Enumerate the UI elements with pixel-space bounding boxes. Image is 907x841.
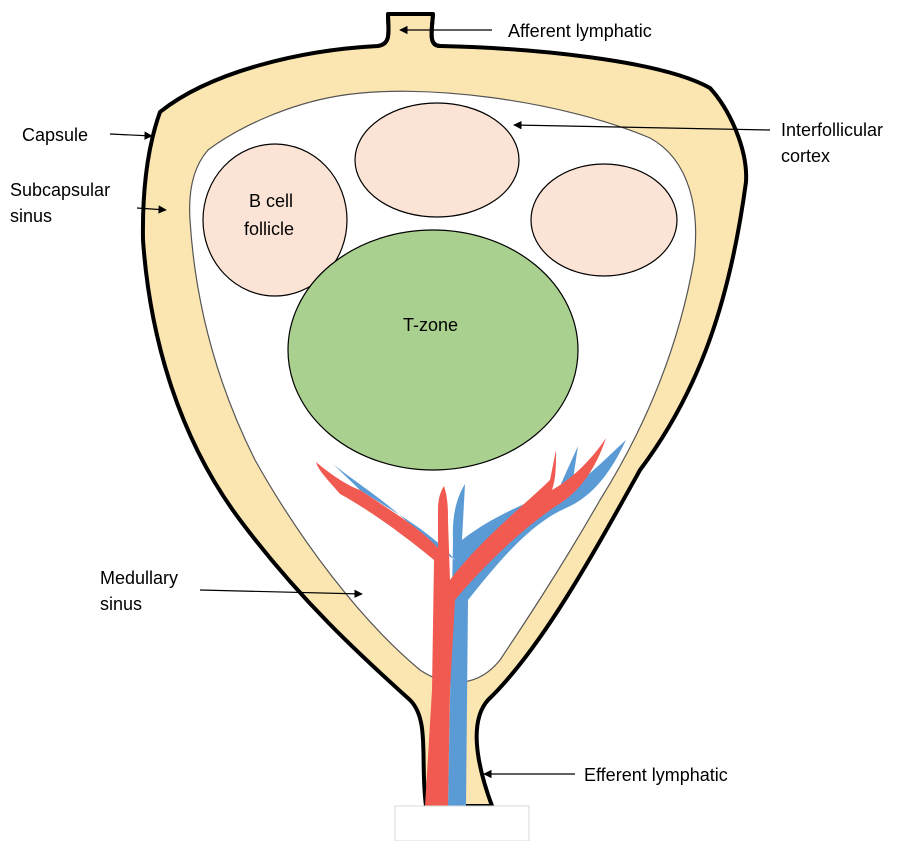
efferent-lymphatic-label: Efferent lymphatic xyxy=(584,765,728,785)
b-cell-follicle-label-1: B cell xyxy=(249,191,293,211)
subcapsular-sinus-label-2: sinus xyxy=(10,206,52,226)
b-cell-follicle-right xyxy=(531,164,677,276)
t-zone xyxy=(288,230,578,470)
medullary-sinus-label-2: sinus xyxy=(100,594,142,614)
t-zone-label: T-zone xyxy=(403,315,458,335)
capsule-label: Capsule xyxy=(22,125,88,145)
b-cell-follicle-top xyxy=(355,103,519,217)
subcapsular-sinus-label-1: Subcapsular xyxy=(10,180,110,200)
interfollicular-cortex-label-2: cortex xyxy=(781,146,830,166)
afferent-lymphatic-label: Afferent lymphatic xyxy=(508,21,652,41)
capsule-arrow xyxy=(110,134,152,136)
b-cell-follicle-label-2: follicle xyxy=(244,219,294,239)
medullary-sinus-label-1: Medullary xyxy=(100,568,178,588)
bottom-box xyxy=(395,806,529,841)
interfollicular-cortex-label-1: Interfollicular xyxy=(781,120,883,140)
